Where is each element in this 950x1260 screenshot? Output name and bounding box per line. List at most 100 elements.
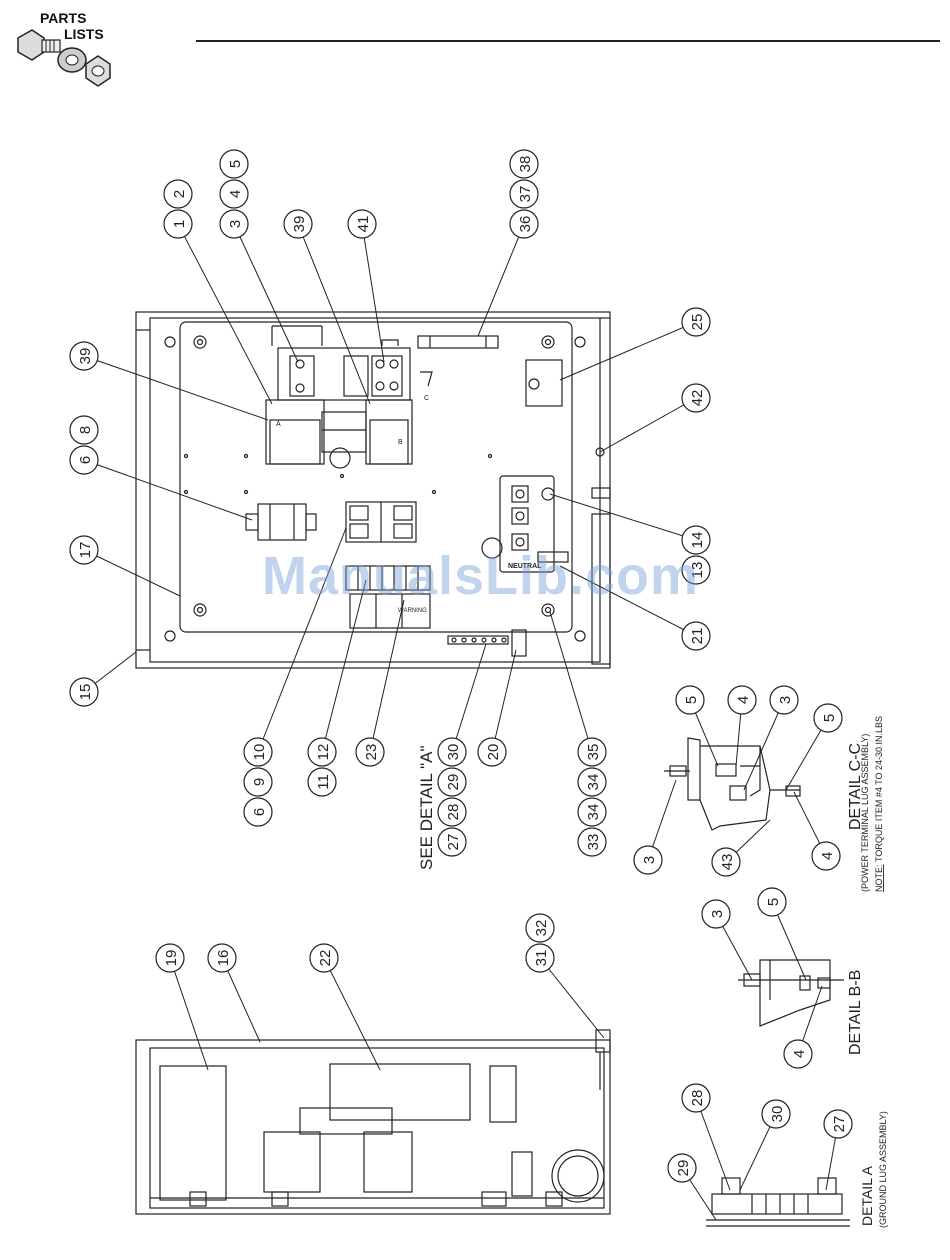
callout-circle [355,737,385,767]
surge-suppressor [245,503,317,541]
callout-circle [477,737,507,767]
callout-c28: 28 [437,797,467,827]
neutral-label: NEUTRAL [508,563,542,570]
callout-circle [509,149,539,179]
callout-number: 43 [719,854,736,871]
leader-line [361,223,385,363]
callout-number: 8 [77,426,94,434]
callout-number: 34 [585,774,602,791]
callout-c11: 11 [307,767,337,797]
detail-a-sub: (GROUND LUG ASSEMBLY) [878,1111,888,1228]
callout-circle [681,307,711,337]
callout-c25: 25 [681,307,711,337]
callout-c41: 41 [347,209,377,239]
contact-a-label: A [276,421,281,428]
callout-number: 22 [317,950,334,967]
callout-number: 17 [77,542,94,559]
detail-bb-drawing [738,959,844,1027]
callout-c34a: 34 [577,767,607,797]
callout-circle [437,767,467,797]
callout-number: 23 [363,744,380,761]
callout-number: 4 [819,852,836,860]
callout-c6a: 6 [69,445,99,475]
callout-b4: 4 [783,1039,813,1069]
ground-lug-strip [447,629,527,657]
leader-line [169,957,209,1071]
leader-line [549,493,697,541]
leader-line [257,527,347,753]
callout-number: 4 [791,1050,808,1058]
callout-d43: 43 [711,847,741,877]
callout-circle [347,209,377,239]
callout-number: 31 [533,950,550,967]
callout-number: 19 [163,950,180,967]
callout-circle [711,847,741,877]
callout-number: 25 [689,314,706,331]
callout-c1: 1 [163,209,193,239]
callout-c9: 9 [243,767,273,797]
callout-circle [69,341,99,371]
callout-number: 5 [683,696,700,704]
leader-line [477,223,525,337]
callout-c15: 15 [69,677,99,707]
watermark: ManualsLib.com [262,546,700,606]
callout-c37: 37 [509,179,539,209]
callout-circle [437,797,467,827]
callout-number: 2 [171,190,188,198]
callout-d3a: 3 [769,685,799,715]
callout-c29: 29 [437,767,467,797]
enclosure-side-view [135,1029,611,1215]
detail-a-drawing [706,1177,850,1227]
callout-circle [437,827,467,857]
callout-c30: 30 [437,737,467,767]
callout-c2: 2 [163,179,193,209]
callout-circle [757,887,787,917]
callout-s22: 22 [309,943,339,973]
callout-circle [577,797,607,827]
callout-circle [69,535,99,565]
callout-number: 15 [77,684,94,701]
leader-line [177,223,273,405]
detail-a-title: DETAIL A [859,1165,875,1226]
callout-d4a: 4 [727,685,757,715]
callout-number: 29 [445,774,462,791]
callout-number: 3 [641,856,658,864]
callout-circle [437,737,467,767]
leader-line [233,223,299,363]
callout-number: 36 [517,216,534,233]
callout-circle [681,1083,711,1113]
callout-number: 5 [765,898,782,906]
neutral-bar [481,475,569,573]
callout-b5: 5 [757,887,787,917]
title-line-2: LISTS [64,26,104,42]
leader-line [549,611,593,753]
leader-line [451,643,487,753]
callout-circle [577,737,607,767]
callout-c13: 13 [681,555,711,585]
callout-number: 39 [291,216,308,233]
header-rule [196,40,940,42]
leader-line [539,957,605,1039]
leader-line [83,549,181,597]
callout-c6b: 6 [243,797,273,827]
callout-circle [307,737,337,767]
callout-c3: 3 [219,209,249,239]
callout-circle [243,737,273,767]
leader-line [599,397,697,453]
detail-cc-drawing [664,737,801,831]
leader-line [83,459,253,521]
callout-number: 6 [77,456,94,464]
callout-c4: 4 [219,179,249,209]
callout-d5b: 5 [813,703,843,733]
callout-number: 32 [533,920,550,937]
callout-s19: 19 [155,943,185,973]
callout-circle [307,767,337,797]
callout-circle [701,899,731,929]
callout-c5: 5 [219,149,249,179]
detail-bb-title: DETAIL B-B [847,970,864,1055]
callout-c34b: 34 [577,797,607,827]
callout-d5a: 5 [675,685,705,715]
callout-circle [813,703,843,733]
callout-c38: 38 [509,149,539,179]
